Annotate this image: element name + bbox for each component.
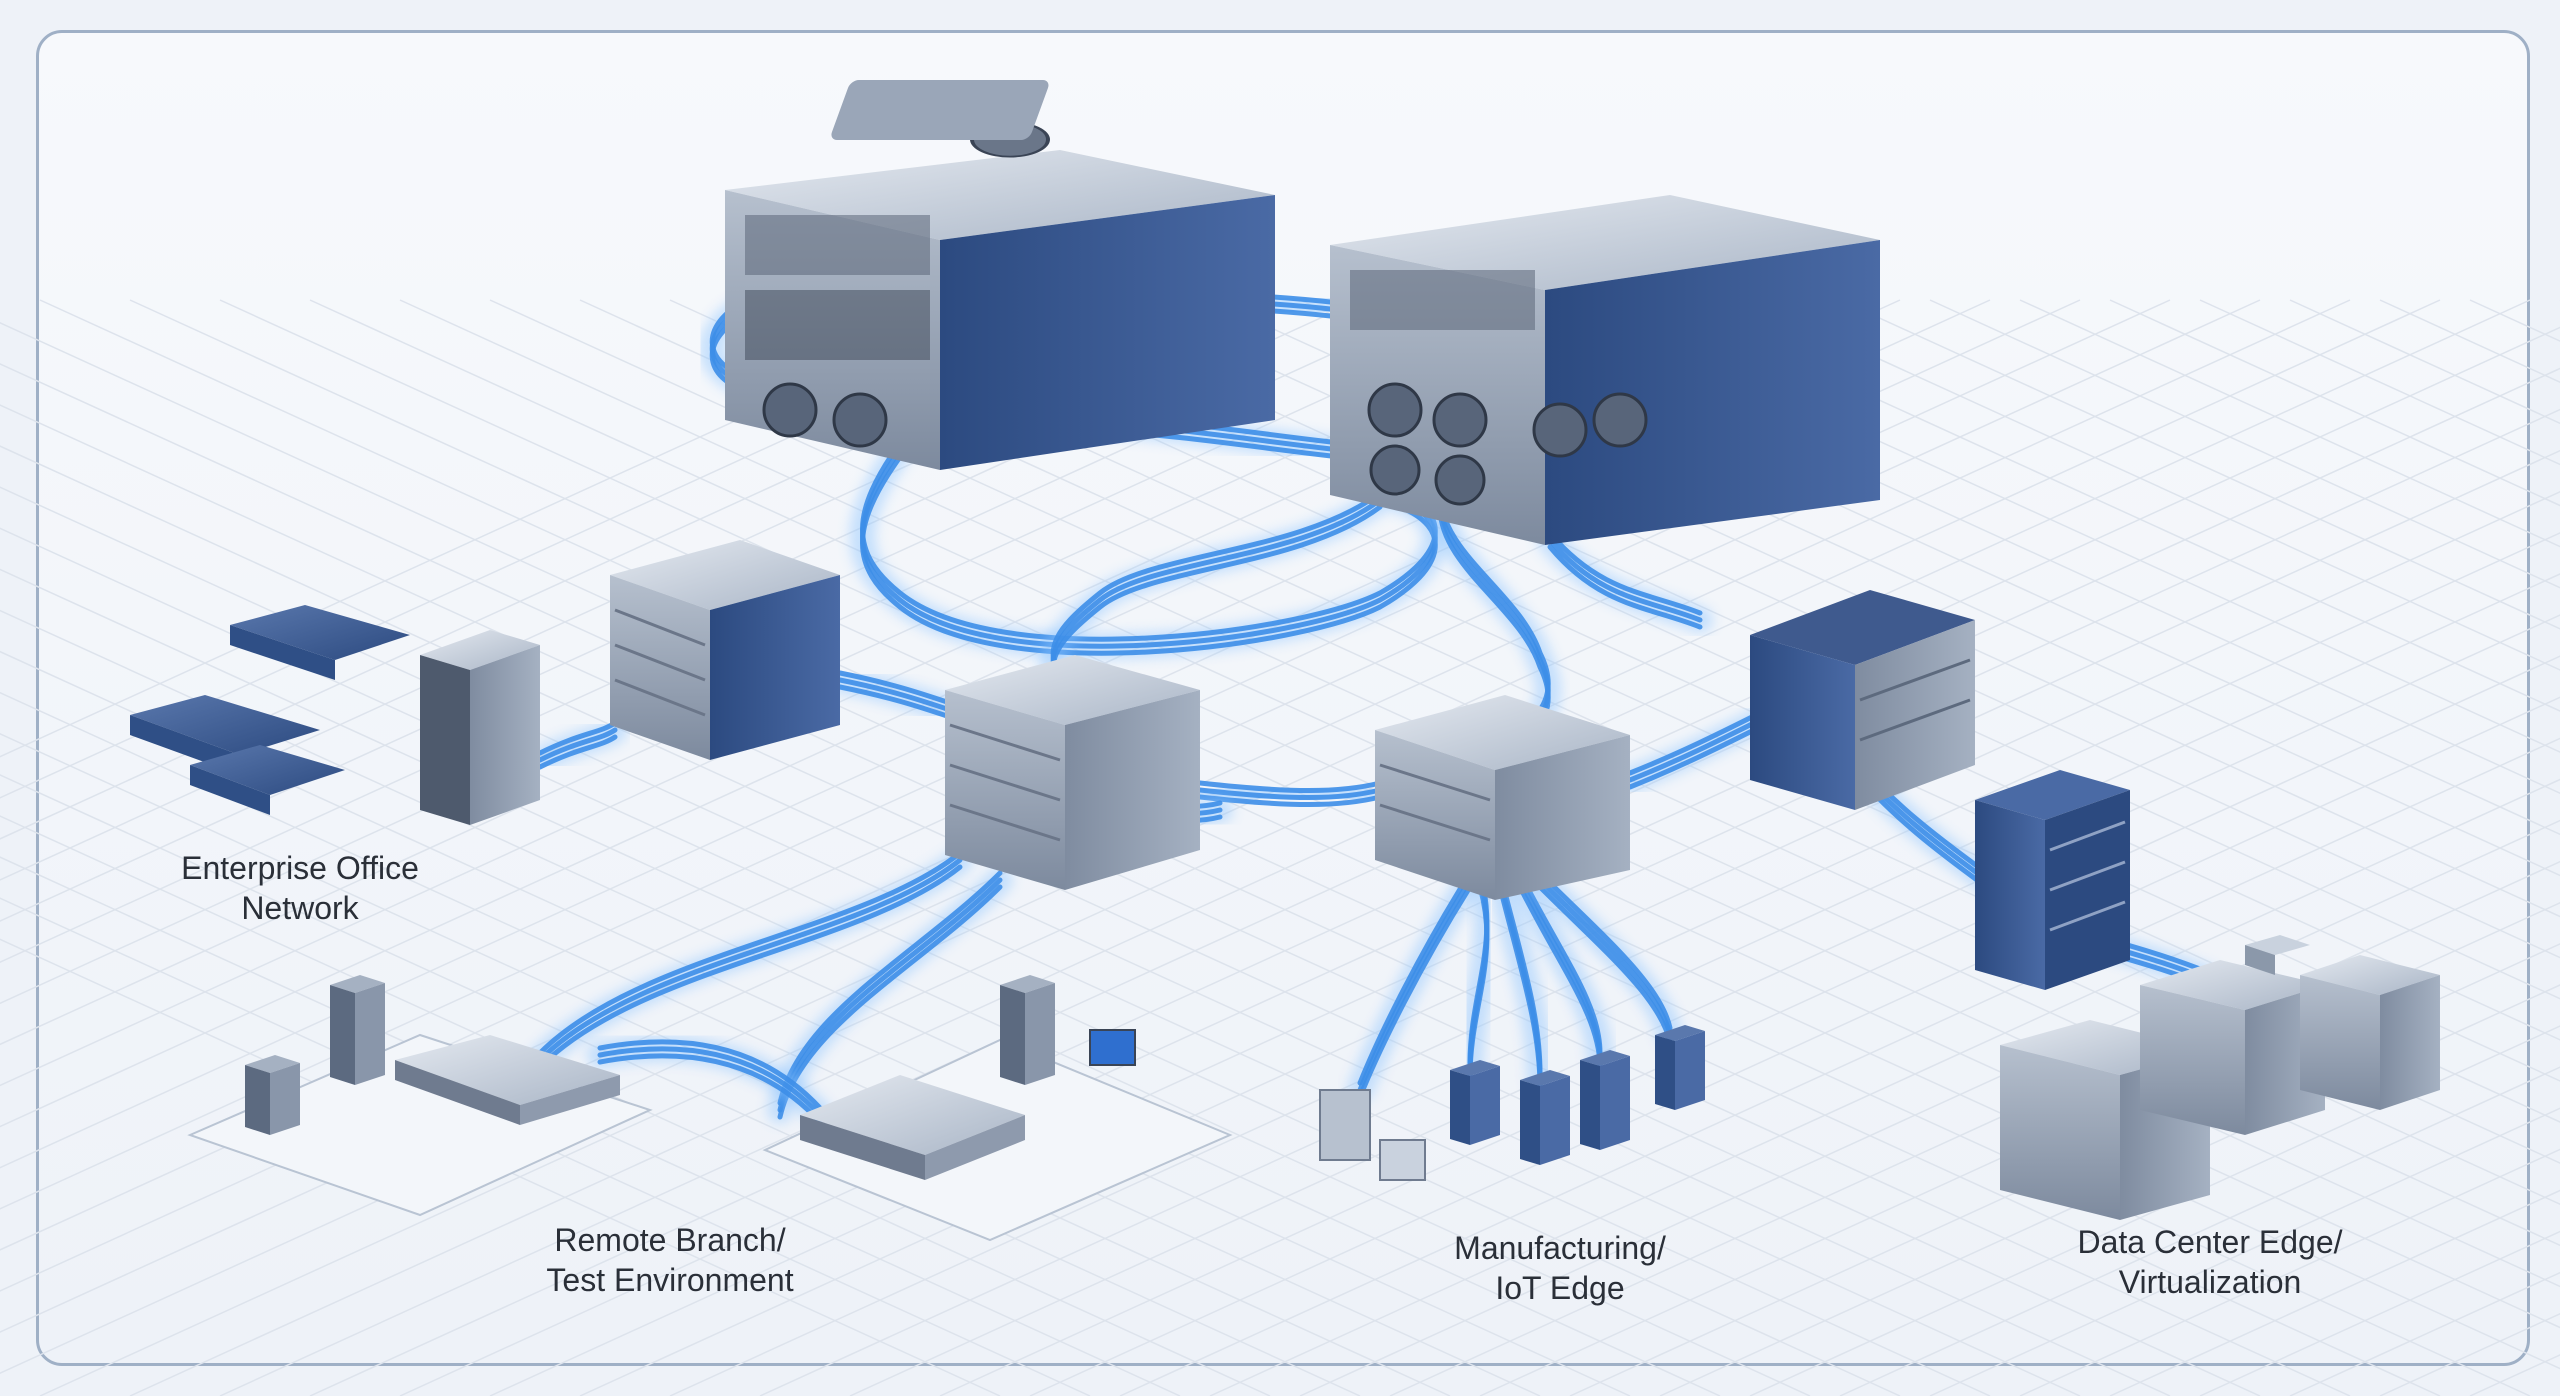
enterprise-server-tower: [420, 630, 540, 825]
datacenter-rack: [1975, 770, 2130, 990]
fiber-cable-10-2: [1630, 727, 1760, 787]
aggregation-switch-west: [610, 540, 840, 760]
zone-label-branch-line2: Test Environment: [520, 1260, 820, 1300]
aggregation-switch-east: [1375, 695, 1630, 900]
zone-label-branch-line1: Remote Branch/: [520, 1220, 820, 1260]
zone-label-branch: Remote Branch/ Test Environment: [520, 1220, 820, 1300]
zone-label-datacenter-line2: Virtualization: [2060, 1262, 2360, 1302]
core-chassis-right: [1330, 195, 1880, 545]
zone-label-iot: Manufacturing/ IoT Edge: [1420, 1228, 1700, 1308]
cable-glow-6: [1550, 540, 1700, 620]
zone-label-iot-line1: Manufacturing/: [1420, 1228, 1700, 1268]
aggregation-switch-center: [945, 655, 1200, 890]
enterprise-switch-stack: [130, 605, 410, 815]
zone-label-datacenter: Data Center Edge/ Virtualization: [2060, 1222, 2360, 1302]
core-chassis-left: [725, 80, 1275, 470]
zone-label-iot-line2: IoT Edge: [1420, 1268, 1700, 1308]
fiber-cable-10-1: [1630, 720, 1760, 780]
zone-label-enterprise: Enterprise Office Network: [160, 848, 440, 928]
zone-label-enterprise-line2: Network: [160, 888, 440, 928]
zone-label-enterprise-line1: Enterprise Office: [160, 848, 440, 888]
zone-label-datacenter-line1: Data Center Edge/: [2060, 1222, 2360, 1262]
aggregation-switch-datacenter: [1750, 590, 1975, 810]
